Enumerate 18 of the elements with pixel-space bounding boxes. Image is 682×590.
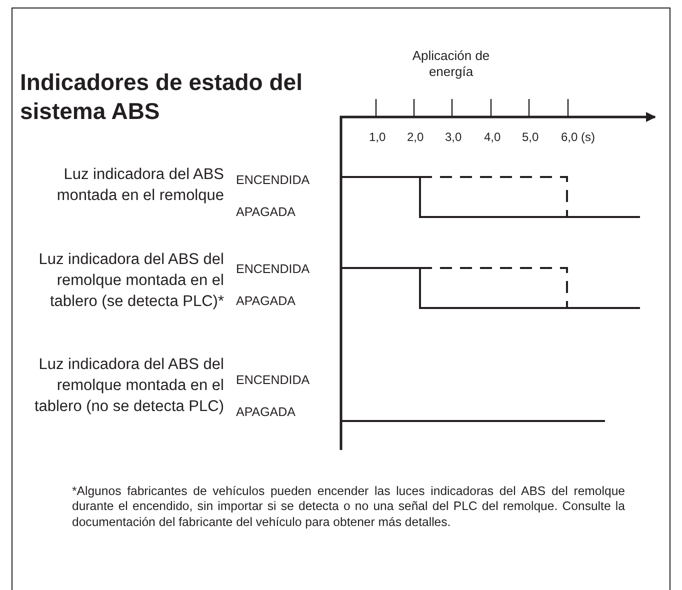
tick-label: 5,0: [522, 130, 539, 144]
row-label: Luz indicadora del ABS montada en el remolque: [56, 165, 224, 206]
state-label: ENCENDIDA: [236, 173, 310, 188]
state-label: ENCENDIDA: [236, 262, 310, 277]
state-label: APAGADA: [236, 405, 296, 420]
state-label: ENCENDIDA: [236, 373, 310, 388]
tick-label: 2,0: [407, 130, 424, 144]
row-label: Luz indicadora del ABS del remolque montada en el tablero (se detecta PLC)*: [38, 250, 224, 312]
tick-label: 3,0: [445, 130, 462, 144]
state-label: APAGADA: [236, 294, 296, 309]
tick-label: 6,0 (s): [561, 130, 596, 144]
state-label: APAGADA: [236, 205, 296, 220]
axis-title: Aplicación de energía: [411, 48, 491, 80]
title: Indicadores de estado del sistema ABS: [20, 68, 304, 126]
row-label: Luz indicadora del ABS del remolque montada en el tablero (no se detecta PLC): [33, 355, 224, 417]
tick-label: 4,0: [484, 130, 501, 144]
tick-label: 1,0: [369, 130, 386, 144]
footnote: *Algunos fabricantes de vehículos pueden encender las luces indicadoras del ABS del remolque durante el encendido, sin importar si se detecta o no una señal del PLC del remolque. Consulte la documentación del fabricante del vehículo para obtener más detalles.: [72, 484, 625, 530]
